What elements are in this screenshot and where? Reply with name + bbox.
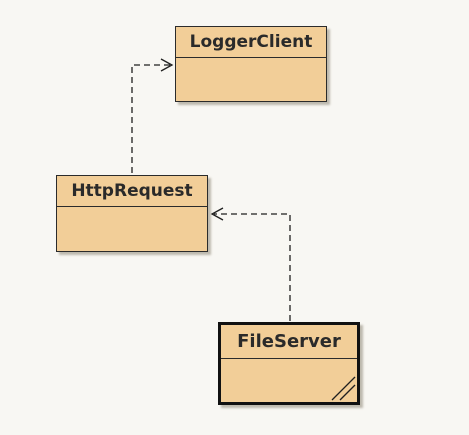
class-name: FileServer bbox=[221, 325, 357, 359]
dependency-httprequest-to-loggerclient[interactable] bbox=[131, 58, 174, 173]
resize-grip-icon[interactable] bbox=[330, 375, 356, 401]
dependency-fileserver-to-httprequest[interactable] bbox=[210, 207, 291, 321]
class-box-loggerclient[interactable]: LoggerClient bbox=[175, 26, 327, 102]
open-arrowhead-icon bbox=[160, 58, 174, 72]
class-name: LoggerClient bbox=[176, 27, 326, 58]
open-arrowhead-icon bbox=[210, 207, 224, 221]
class-box-fileserver[interactable]: FileServer bbox=[218, 322, 360, 405]
class-box-httprequest[interactable]: HttpRequest bbox=[56, 175, 208, 252]
class-name: HttpRequest bbox=[57, 176, 207, 207]
